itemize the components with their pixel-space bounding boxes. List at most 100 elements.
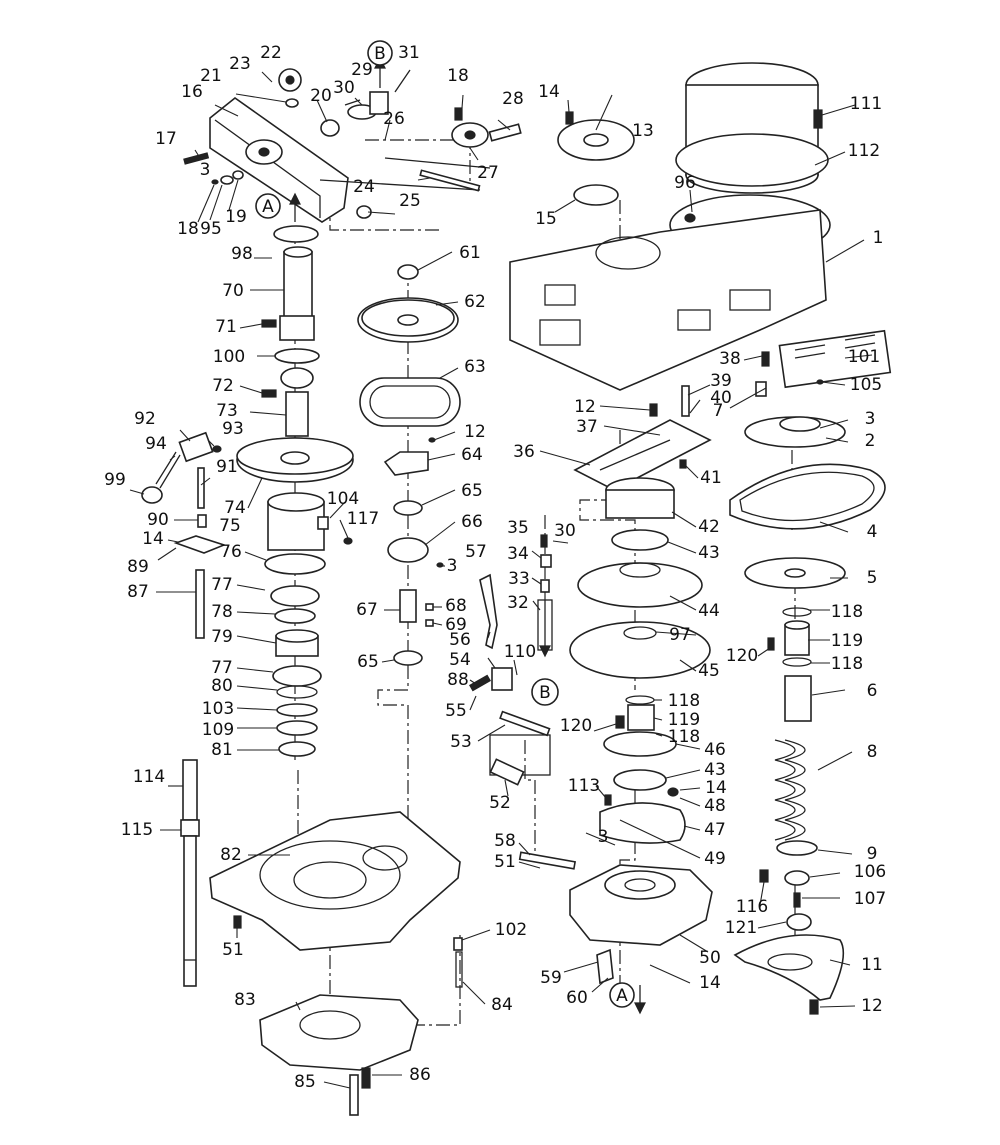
right-pulley-group — [729, 329, 892, 1015]
center-gear-column — [357, 264, 461, 666]
part-callout: 28 — [502, 89, 524, 109]
part-callout: 51 — [222, 940, 244, 960]
part-callout: 113 — [568, 776, 600, 796]
marker-b-middle-label: B — [539, 683, 551, 703]
part-callout: 89 — [127, 557, 149, 577]
part-callout: 59 — [540, 968, 562, 988]
part-callout: 12 — [861, 996, 883, 1016]
part-callout: 49 — [704, 849, 726, 869]
part-callout: 119 — [831, 631, 863, 651]
part-callout: 3 — [200, 160, 211, 180]
part-callout: 13 — [632, 121, 654, 141]
part-callout: 37 — [576, 417, 598, 437]
part-callout: 3 — [447, 556, 458, 576]
part-callout: 6 — [867, 681, 878, 701]
part-callout: 102 — [495, 920, 527, 940]
part-callout: 75 — [219, 516, 241, 536]
part-callout: 64 — [461, 445, 483, 465]
part-callout: 18 — [447, 66, 469, 86]
part-callout: 76 — [220, 542, 242, 562]
part-callout: 24 — [353, 177, 375, 197]
part-callout: 16 — [181, 82, 203, 102]
part-callout: 73 — [216, 401, 238, 421]
part-callout: 100 — [213, 347, 245, 367]
marker-b-top-label: B — [374, 44, 386, 64]
part-callout: 36 — [513, 442, 535, 462]
part-callout: 30 — [333, 78, 355, 98]
part-callout: 79 — [211, 627, 233, 647]
gear-housing-assembly — [183, 68, 522, 223]
part-callout: 31 — [398, 43, 420, 63]
part-callout: 34 — [507, 544, 529, 564]
part-callout: 63 — [464, 357, 486, 377]
part-callout: 45 — [698, 661, 720, 681]
part-callout: 48 — [704, 796, 726, 816]
long-shaft — [180, 759, 200, 987]
part-callout: 120 — [560, 716, 592, 736]
part-callout: 88 — [447, 670, 469, 690]
part-callout: 43 — [698, 543, 720, 563]
part-callout: 58 — [494, 831, 516, 851]
part-callout: 1 — [873, 228, 884, 248]
part-callout: 55 — [445, 701, 467, 721]
part-callout: 62 — [464, 292, 486, 312]
part-callout: 18 — [177, 219, 199, 239]
part-callout: 84 — [491, 995, 513, 1015]
part-callout: 103 — [202, 699, 234, 719]
part-callout: 2 — [865, 431, 876, 451]
part-callout: 95 — [200, 219, 222, 239]
base-castings — [209, 811, 463, 1116]
part-callout: 115 — [121, 820, 153, 840]
part-callout: 118 — [831, 654, 863, 674]
part-callout: 46 — [704, 740, 726, 760]
part-callout: 54 — [449, 650, 471, 670]
part-callout: 83 — [234, 990, 256, 1010]
part-callout: 69 — [445, 615, 467, 635]
leader-lines — [129, 71, 873, 1089]
part-callout: 41 — [700, 468, 722, 488]
part-callout: 3 — [865, 409, 876, 429]
part-callout: 67 — [356, 600, 378, 620]
marker-b-middle: B — [531, 678, 559, 706]
part-callout: 60 — [566, 988, 588, 1008]
part-callout: 57 — [465, 542, 487, 562]
part-callout: 30 — [554, 521, 576, 541]
part-callout: 21 — [200, 66, 222, 86]
part-number-callouts: 1 2 3 3 3 3 4 5 6 7 8 9 11 12 12 12 13 1… — [104, 43, 886, 1092]
part-callout: 11 — [861, 955, 883, 975]
part-callout: 101 — [848, 347, 880, 367]
part-callout: 90 — [147, 510, 169, 530]
part-callout: 104 — [327, 489, 359, 509]
part-callout: 72 — [212, 376, 234, 396]
part-callout: 96 — [674, 173, 696, 193]
part-callout: 25 — [399, 191, 421, 211]
part-callout: 65 — [357, 652, 379, 672]
part-callout: 9 — [867, 844, 878, 864]
part-callout: 66 — [461, 512, 483, 532]
part-callout: 12 — [464, 422, 486, 442]
part-callout: 50 — [699, 948, 721, 968]
part-callout: 77 — [211, 575, 233, 595]
part-callout: 77 — [211, 658, 233, 678]
part-callout: 52 — [489, 793, 511, 813]
part-callout: 19 — [225, 207, 247, 227]
marker-b-top: B — [367, 40, 393, 66]
part-callout: 42 — [698, 517, 720, 537]
part-callout: 65 — [461, 481, 483, 501]
marker-a-top: A — [255, 193, 281, 219]
part-callout: 92 — [134, 409, 156, 429]
part-callout: 117 — [347, 509, 379, 529]
part-callout: 47 — [704, 820, 726, 840]
left-spindle-stack — [236, 225, 354, 757]
part-callout: 3 — [598, 827, 609, 847]
part-callout: 38 — [719, 349, 741, 369]
part-callout: 112 — [848, 141, 880, 161]
part-callout: 22 — [260, 43, 282, 63]
part-callout: 94 — [145, 434, 167, 454]
part-callout: 7 — [713, 401, 724, 421]
part-callout: 82 — [220, 845, 242, 865]
quill-lever-group — [141, 431, 353, 639]
part-callout: 97 — [669, 625, 691, 645]
part-callout: 27 — [477, 163, 499, 183]
